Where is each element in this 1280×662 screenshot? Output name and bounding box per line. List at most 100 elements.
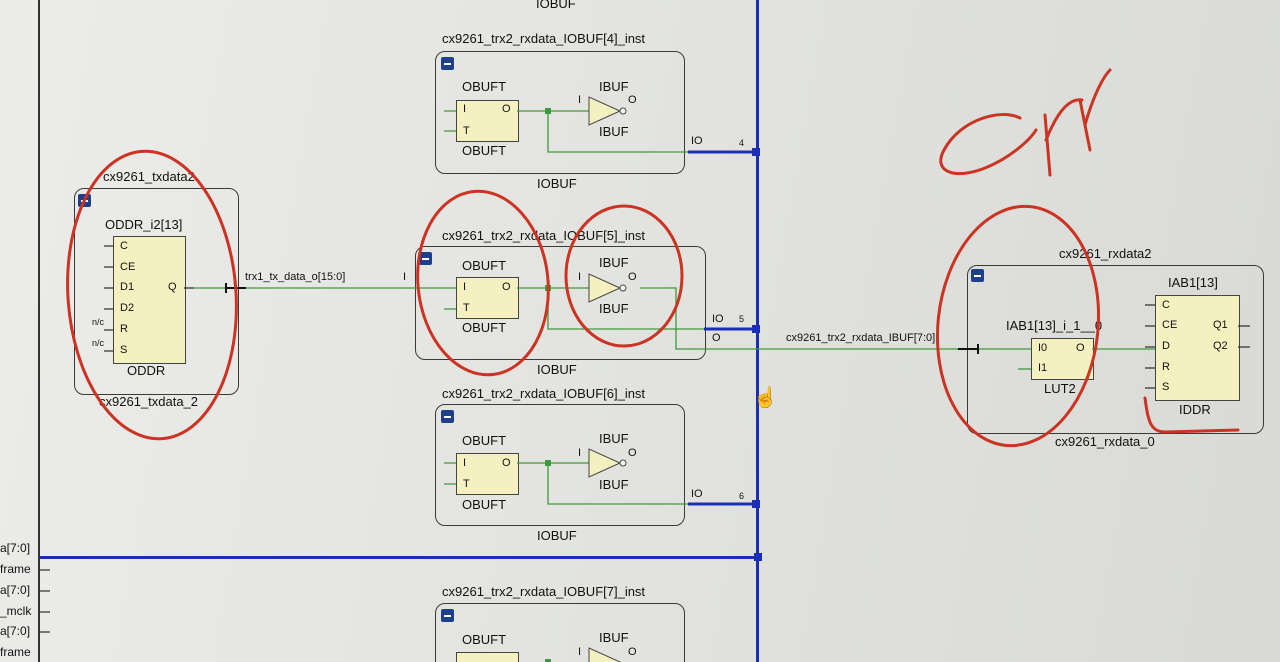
txdata-module-bottom-name[interactable]: cx9261_txdata_2 [99,394,199,409]
iobuf5-collapse-button[interactable] [419,252,432,265]
red-annotations [66,68,1240,448]
bus-rippers [225,283,979,354]
rxdata-module-top-name[interactable]: cx9261_rxdata2 [1059,246,1152,261]
oddr-pin-ce: CE [120,261,136,273]
lut-pin-i1: I1 [1038,362,1048,374]
iobuf4-ibuf-pin-o: O [628,94,637,106]
iddr-pin-c: C [1162,299,1170,311]
lut-cell-name: IAB1[13]_i_1__0 [1006,318,1103,333]
pin-stubs [40,245,1250,633]
iobuf6-obuft-bottom-label: OBUFT [462,497,507,512]
iobuf7-ibuf-pin-i: I [578,646,582,658]
iobuf5-instance-box[interactable] [415,246,706,360]
iobuf5-obuft-pin-o: O [502,281,511,293]
iobuf5-ibuf-top-label: IBUF [599,255,629,270]
iobuf7-obuft-top-label: OBUFT [462,632,507,647]
iddr-pin-q2: Q2 [1213,340,1228,352]
iobuf5-obuft-top-label: OBUFT [462,258,507,273]
iobuf5-bit-index: 5 [739,314,745,324]
oddr-cell-name: ODDR_i2[13] [105,217,183,232]
iobuf6-bit-index: 6 [739,491,745,501]
left-port-label[interactable]: frame [0,645,31,659]
iobuf6-inst-name[interactable]: cx9261_trx2_rxdata_IOBUF[6]_inst [442,386,646,401]
iobuf4-io-label: IO [691,135,703,147]
iobuf6-obuft-pin-t: T [463,478,470,490]
left-port-label[interactable]: a[7:0] [0,583,31,597]
iobuf6-ibuf-top-label: IBUF [599,431,629,446]
iobuf5-obuft-cell[interactable] [456,277,519,319]
iobuf7-ibuf-pin-o: O [628,646,637,658]
wire-junctions [545,108,551,662]
iobuf5-obuft-pin-t: T [463,302,470,314]
horizontal-bus[interactable] [40,556,759,559]
iddr-pin-ce: CE [1162,319,1178,331]
iobuf6-obuft-pin-o: O [502,457,511,469]
lut-pin-i0: I0 [1038,342,1048,354]
iobuf4-obuft-cell[interactable] [456,100,519,142]
iobuf6-io-label: IO [691,488,703,500]
txdata-module-top-name[interactable]: cx9261_txdata2 [103,169,195,184]
iddr-cell-name: IAB1[13] [1168,275,1218,290]
left-port-label[interactable]: a[7:0] [0,541,31,555]
iddr-pin-s: S [1162,381,1170,393]
iobuf4-obuft-top-label: OBUFT [462,79,507,94]
iobuf5-obuft-bottom-label: OBUFT [462,320,507,335]
iobuf5-inst-name[interactable]: cx9261_trx2_rxdata_IOBUF[5]_inst [442,228,646,243]
top-iobuf-label: IOBUF [536,0,576,11]
oddr-cell-type: ODDR [127,363,166,378]
iobuf5-obuft-pin-i: I [463,281,467,293]
iobuf6-obuft-pin-i: I [463,457,467,469]
iobuf5-o-label: O [712,332,721,344]
iobuf7-inst-name[interactable]: cx9261_trx2_rxdata_IOBUF[7]_inst [442,584,646,599]
iobuf5-port-i-label: I [403,271,407,283]
iobuf6-collapse-button[interactable] [441,410,454,423]
iobuf4-obuft-pin-t: T [463,125,470,137]
rxdata-collapse-button[interactable] [971,269,984,282]
iddr-cell-type: IDDR [1179,402,1211,417]
iobuf6-ibuf-bottom-label: IBUF [599,477,629,492]
oddr-nc-s: n/c [92,338,105,348]
iobuf4-instance-box[interactable] [435,51,685,174]
iobuf5-ibuf-pin-i: I [578,271,582,283]
oddr-pin-q: Q [168,281,177,293]
left-port-label[interactable]: a[7:0] [0,624,31,638]
txdata-module-box[interactable] [74,188,239,395]
hand-cursor-icon: ☝ [753,387,778,409]
lut-pin-o: O [1076,342,1085,354]
iobuf6-ibuf-pin-o: O [628,447,637,459]
left-port-label[interactable]: _mclk [0,604,32,618]
iobuf4-ibuf-bottom-label: IBUF [599,124,629,139]
oddr-nc-r: n/c [92,317,105,327]
iobuf7-obuft-cell[interactable] [456,652,519,662]
oddr-cell[interactable] [113,236,186,364]
rxdata-module-bottom-name[interactable]: cx9261_rxdata_0 [1055,434,1155,449]
iddr-pin-r: R [1162,361,1170,373]
oddr-pin-c: C [120,240,128,252]
ibuf-triangles [588,96,627,662]
bus-stubs [688,150,756,506]
iobuf4-ibuf-top-label: IBUF [599,79,629,94]
iobuf6-instance-box[interactable] [435,404,685,526]
iddr-cell[interactable] [1155,295,1240,401]
iobuf7-ibuf-top-label: IBUF [599,630,629,645]
tx-net-label[interactable]: trx1_tx_data_o[15:0] [245,271,346,283]
oddr-pin-s: S [120,344,128,356]
left-port-label[interactable]: frame [0,562,31,576]
iobuf4-obuft-pin-o: O [502,103,511,115]
lut2-cell[interactable] [1031,338,1094,380]
iobuf4-obuft-bottom-label: OBUFT [462,143,507,158]
oddr-pin-r: R [120,323,128,335]
iobuf6-obuft-cell[interactable] [456,453,519,495]
rx-net-label[interactable]: cx9261_trx2_rxdata_IBUF[7:0] [786,332,936,344]
iobuf7-collapse-button[interactable] [441,609,454,622]
iddr-pin-q1: Q1 [1213,319,1228,331]
left-border-line [38,0,40,662]
iobuf7-instance-box[interactable] [435,603,685,662]
iobuf4-collapse-button[interactable] [441,57,454,70]
iobuf5-cell-type: IOBUF [537,362,577,377]
iobuf4-inst-name[interactable]: cx9261_trx2_rxdata_IOBUF[4]_inst [442,31,646,46]
lut-cell-type: LUT2 [1044,381,1076,396]
bus-taps [752,148,762,561]
